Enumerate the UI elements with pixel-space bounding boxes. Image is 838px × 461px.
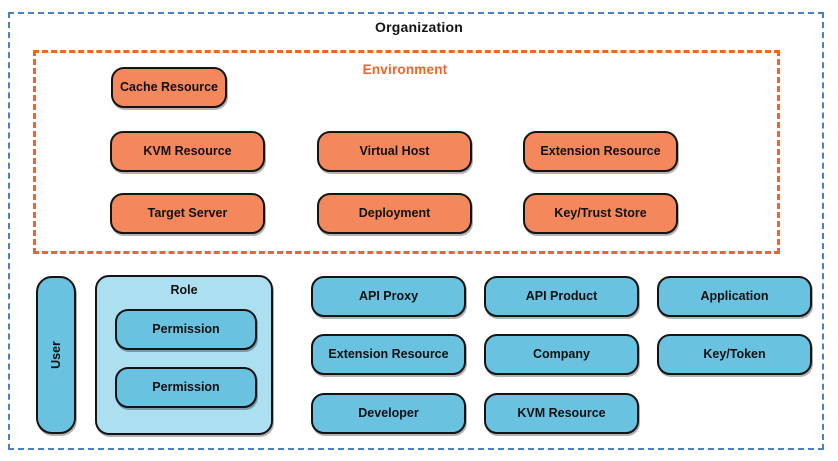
node-label: Extension Resource: [328, 346, 449, 361]
node-label: Key/Trust Store: [554, 205, 647, 220]
org-node-api-product[interactable]: API Product: [484, 276, 639, 317]
node-label: Application: [700, 288, 769, 303]
node-label: KVM Resource: [143, 143, 232, 158]
env-node-deployment[interactable]: Deployment: [317, 193, 472, 234]
env-node-target-server[interactable]: Target Server: [110, 193, 265, 234]
organization-title: Organization: [375, 19, 463, 35]
org-node-key-token[interactable]: Key/Token: [657, 334, 812, 375]
environment-boundary: [33, 50, 780, 254]
node-label: Extension Resource: [540, 143, 661, 158]
node-label: KVM Resource: [517, 405, 606, 420]
org-node-api-proxy[interactable]: API Proxy: [311, 276, 466, 317]
env-node-kvm-resource[interactable]: KVM Resource: [110, 131, 265, 172]
org-node-company[interactable]: Company: [484, 334, 639, 375]
node-label: API Product: [525, 288, 598, 303]
node-label: Company: [533, 346, 590, 361]
org-node-user[interactable]: User: [36, 276, 76, 434]
env-node-extension-resource[interactable]: Extension Resource: [523, 131, 678, 172]
org-node-application[interactable]: Application: [657, 276, 812, 317]
organization-boundary: [8, 12, 824, 450]
org-node-extension-resource[interactable]: Extension Resource: [311, 334, 466, 375]
env-node-cache-resource[interactable]: Cache Resource: [111, 67, 227, 108]
environment-title: Environment: [362, 62, 448, 77]
node-label: Key/Token: [703, 346, 766, 361]
org-node-kvm-resource[interactable]: KVM Resource: [484, 393, 639, 434]
org-node-role[interactable]: Role Permission Permission: [95, 275, 273, 435]
node-label: Cache Resource: [120, 79, 218, 94]
node-label: Permission: [152, 321, 220, 336]
node-label: Permission: [152, 379, 220, 394]
node-label: Target Server: [147, 205, 228, 220]
role-label: Role: [170, 283, 198, 297]
node-label: API Proxy: [358, 288, 419, 303]
node-label: Deployment: [358, 205, 431, 220]
org-node-developer[interactable]: Developer: [311, 393, 466, 434]
env-node-key-trust-store[interactable]: Key/Trust Store: [523, 193, 678, 234]
user-label: User: [48, 341, 63, 369]
role-permission-item[interactable]: Permission: [115, 367, 257, 408]
node-label: Developer: [358, 405, 419, 420]
env-node-virtual-host[interactable]: Virtual Host: [317, 131, 472, 172]
role-permission-item[interactable]: Permission: [115, 309, 257, 350]
node-label: Virtual Host: [359, 143, 430, 158]
